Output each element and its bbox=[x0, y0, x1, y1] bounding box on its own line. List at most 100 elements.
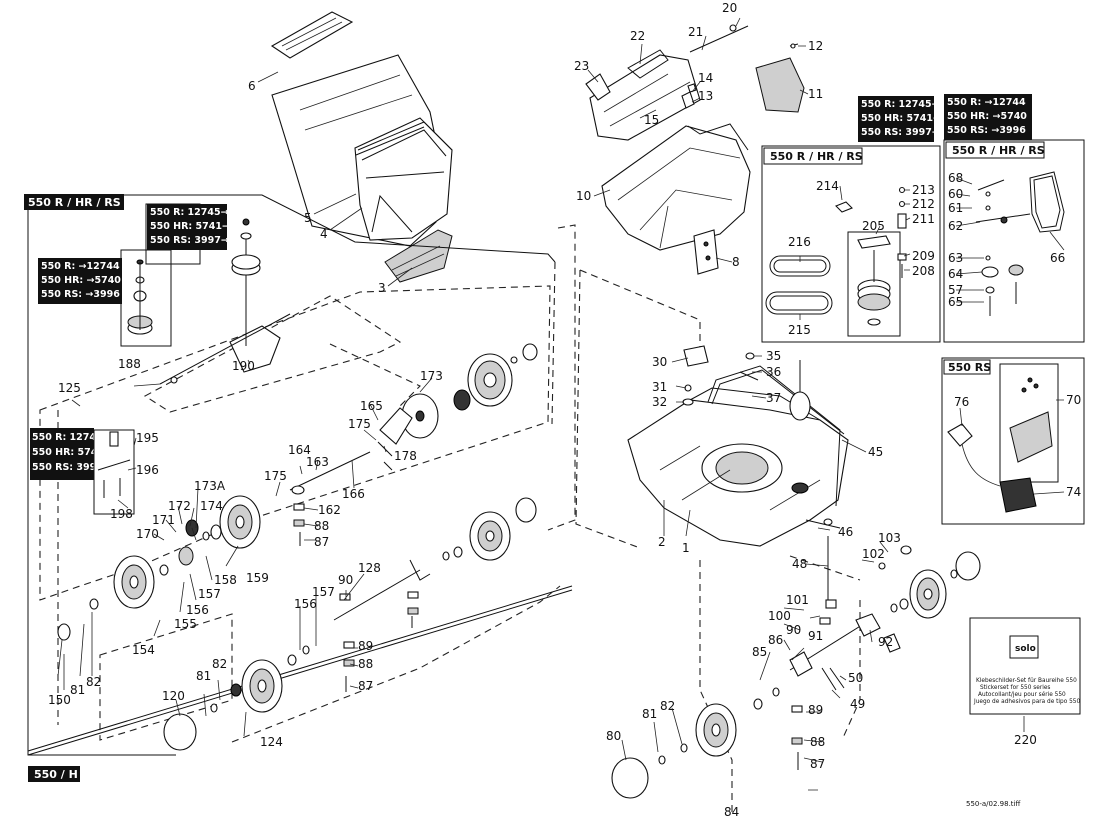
part-label: 165 bbox=[360, 399, 383, 413]
sticker-line: Stickerset for 550 series bbox=[980, 685, 1050, 691]
part-label: 198 bbox=[110, 507, 133, 521]
part-label: 14 bbox=[698, 71, 713, 85]
part-label: 82 bbox=[212, 657, 227, 671]
part-label: 150 bbox=[48, 693, 71, 707]
part-label: 128 bbox=[358, 561, 381, 575]
part-label: 60 bbox=[948, 187, 963, 201]
sticker-card: solo Klebeschilder-Set für Baureihe 550 … bbox=[969, 617, 1081, 715]
part-label: 63 bbox=[948, 251, 963, 265]
part-label: 125 bbox=[58, 381, 81, 395]
part-label: 57 bbox=[948, 283, 963, 297]
part-label: 157 bbox=[198, 587, 221, 601]
part-label: 216 bbox=[788, 235, 811, 249]
part-label: 87 bbox=[314, 535, 329, 549]
part-label: 92 bbox=[878, 635, 893, 649]
part-label: 175 bbox=[348, 417, 371, 431]
part-label: 10 bbox=[576, 189, 591, 203]
rear-flap bbox=[589, 54, 701, 141]
model-header: 550 RS bbox=[948, 361, 991, 374]
left-drive-group bbox=[27, 194, 576, 756]
part-label: 61 bbox=[948, 201, 963, 215]
badge-line: 550 HR: →5740 bbox=[41, 275, 121, 286]
part-label: 159 bbox=[246, 571, 269, 585]
mower-deck-group bbox=[575, 269, 861, 812]
part-label: 21 bbox=[688, 25, 703, 39]
switch-76 bbox=[947, 423, 973, 447]
sticker-line: Klebeschilder-Set für Baureihe 550 bbox=[976, 678, 1077, 684]
part-label: 36 bbox=[766, 365, 781, 379]
part-label: 2 bbox=[658, 535, 666, 549]
part-label: 209 bbox=[912, 249, 935, 263]
part-label: 87 bbox=[358, 679, 373, 693]
part-label: 154 bbox=[132, 643, 155, 657]
header-550h: 550 / H bbox=[28, 766, 80, 782]
sticker-line: Juego de adhesivos para de tipo 550 bbox=[973, 699, 1080, 705]
badge-line: 550 HR: 5741→ bbox=[861, 113, 941, 124]
part-label: 65 bbox=[948, 295, 963, 309]
part-label: 82 bbox=[660, 699, 675, 713]
part-label: 85 bbox=[752, 645, 767, 659]
part-label: 22 bbox=[630, 29, 645, 43]
part-label: 157 bbox=[312, 585, 335, 599]
part-label: 213 bbox=[912, 183, 935, 197]
part-label: 170 bbox=[136, 527, 159, 541]
bracket-23 bbox=[585, 73, 611, 101]
part-label: 1 bbox=[682, 541, 690, 555]
part-label: 172 bbox=[168, 499, 191, 513]
model-header: 550 R / HR / RS bbox=[28, 196, 121, 209]
badge-line: 550 R: 12745→ bbox=[150, 207, 229, 218]
part-label: 156 bbox=[186, 603, 209, 617]
model-header: 550 R / HR / RS bbox=[770, 150, 863, 163]
badge-line: 550 HR: 5741→ bbox=[32, 447, 112, 458]
box-cable: 550 R / HR / RS 550 R: →12744 550 HR: →5… bbox=[943, 94, 1085, 343]
solo-logo: solo bbox=[1015, 644, 1036, 654]
part-label: 89 bbox=[808, 703, 823, 717]
part-label: 31 bbox=[652, 380, 667, 394]
part-label: 91 bbox=[808, 629, 823, 643]
part-label: 35 bbox=[766, 349, 781, 363]
gearbox-190 bbox=[229, 325, 281, 373]
part-label: 15 bbox=[644, 113, 659, 127]
badge-line: 550 RS: →3996 bbox=[947, 125, 1026, 136]
part-label: 173 bbox=[420, 369, 443, 383]
part-labels: 6 5 4 3 20 21 22 23 12 11 14 13 15 10 8 … bbox=[48, 1, 1081, 819]
footer-code: 550-a/02.98.tiff bbox=[966, 800, 1020, 808]
clip-8 bbox=[693, 229, 719, 275]
badge-line: 550 RS: 3997→ bbox=[32, 462, 111, 473]
box-rs: 550 RS bbox=[941, 357, 1085, 525]
part-label: 188 bbox=[118, 357, 141, 371]
part-label: 46 bbox=[838, 525, 853, 539]
part-label: 208 bbox=[912, 264, 935, 278]
leader-lines bbox=[57, 17, 1065, 791]
part-label: 37 bbox=[766, 391, 781, 405]
part-label: 48 bbox=[792, 557, 807, 571]
badge-top-190: 550 R: 12745→ 550 HR: 5741→ 550 RS: 3997… bbox=[38, 203, 230, 347]
part-label: 70 bbox=[1066, 393, 1081, 407]
part-label: 84 bbox=[724, 805, 739, 819]
badge-line: 550 R: 12745→ bbox=[861, 99, 940, 110]
engine-housing-10 bbox=[601, 125, 751, 251]
part-label: 11 bbox=[808, 87, 823, 101]
part-label: 8 bbox=[732, 255, 740, 269]
part-label: 120 bbox=[162, 689, 185, 703]
part-label: 30 bbox=[652, 355, 667, 369]
badge-line: 550 R: →12744 bbox=[41, 261, 120, 272]
part-label: 171 bbox=[152, 513, 175, 527]
part-label: 49 bbox=[850, 697, 865, 711]
part-label: 68 bbox=[948, 171, 963, 185]
part-label: 173A bbox=[194, 479, 226, 493]
part-label: 90 bbox=[786, 623, 801, 637]
part-label: 214 bbox=[816, 179, 839, 193]
badge-line: 550 RS: 3997→ bbox=[150, 235, 229, 246]
part-label: 76 bbox=[954, 395, 969, 409]
header-topleft: 550 R / HR / RS bbox=[24, 194, 124, 210]
part-label: 178 bbox=[394, 449, 417, 463]
part-label: 88 bbox=[358, 657, 373, 671]
part-label: 20 bbox=[722, 1, 737, 15]
cover-11 bbox=[755, 57, 805, 113]
part-label: 190 bbox=[232, 359, 255, 373]
badge-left-195: 550 R: 12745→ 550 HR: 5741→ 550 RS: 3997… bbox=[30, 428, 135, 515]
badge-line: 550 RS: 3997→ bbox=[861, 127, 940, 138]
part-label: 101 bbox=[786, 593, 809, 607]
part-label: 89 bbox=[358, 639, 373, 653]
